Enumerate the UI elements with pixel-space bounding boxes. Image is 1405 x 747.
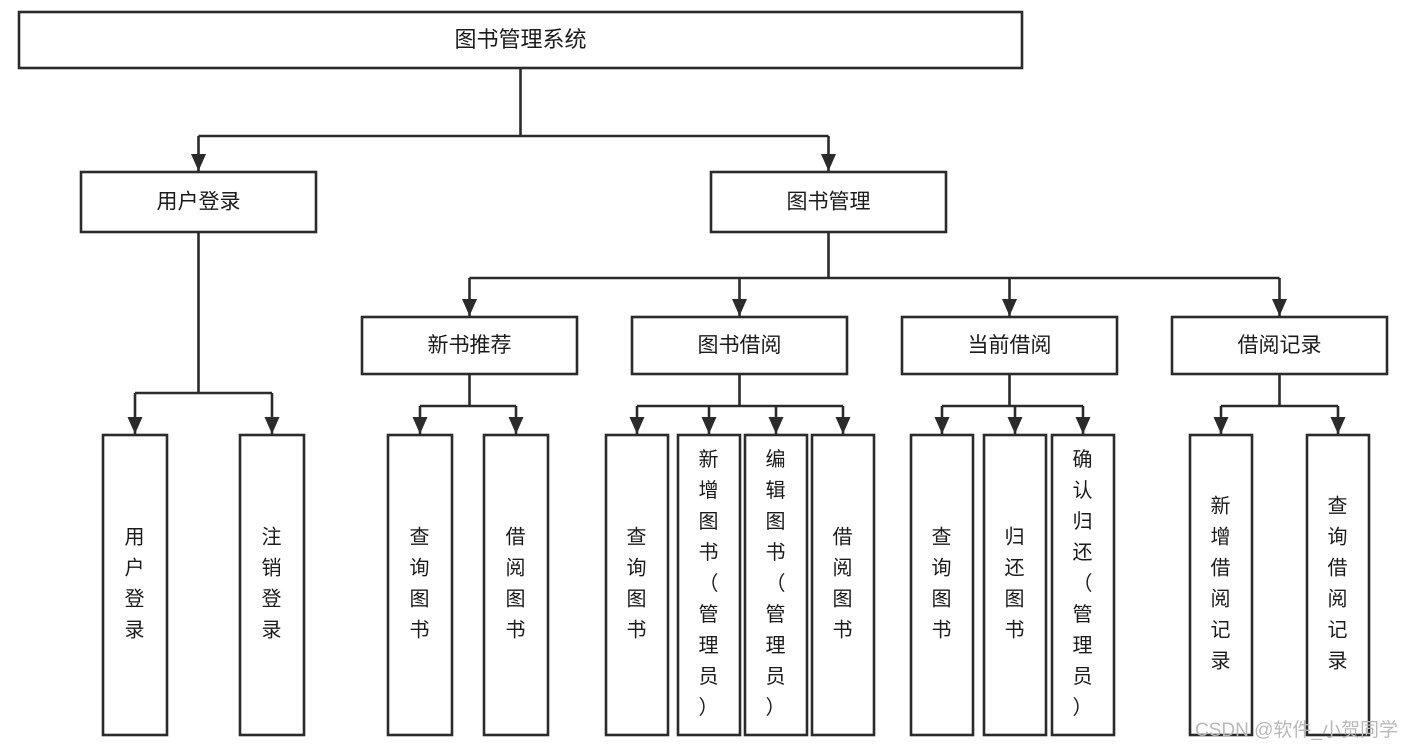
leaf-编辑图书管理员-box[interactable] <box>743 433 809 737</box>
record-fanout-arrow-1 <box>1330 417 1346 434</box>
node-layer: 图书管理系统用户登录图书管理新书推荐图书借阅当前借阅借阅记录用户登录注销登录查询… <box>17 10 1389 737</box>
login-fanout-arrow-1 <box>264 417 280 434</box>
node-注销登录[interactable]: 注销登录 <box>238 433 306 737</box>
node-编辑图书管理员[interactable]: 编辑图书（管理员） <box>743 433 809 737</box>
node-图书借阅[interactable]: 图书借阅 <box>630 315 849 376</box>
leaf-查询图书-box[interactable] <box>604 433 670 737</box>
root-fanout-arrow-0 <box>191 154 206 171</box>
node-借阅图书[interactable]: 借阅图书 <box>810 433 876 737</box>
node-label: 借阅记录 <box>1238 334 1322 357</box>
root-box[interactable] <box>17 10 1024 70</box>
leaf-用户登录-box[interactable] <box>101 433 169 737</box>
newbook-fanout-arrow-0 <box>412 417 428 434</box>
node-查询借阅记录[interactable]: 查询借阅记录 <box>1305 433 1371 737</box>
record-fanout-arrow-0 <box>1213 417 1229 434</box>
leaf-查询借阅记录-box[interactable] <box>1305 433 1371 737</box>
newbook-fanout-arrow-1 <box>508 417 524 434</box>
node-label: 新增图书（管理员） <box>699 448 720 719</box>
node-label: 查询借阅记录 <box>1328 495 1349 673</box>
node-当前借阅[interactable]: 当前借阅 <box>900 315 1119 376</box>
borrow-fanout-arrow-2 <box>768 417 784 434</box>
node-label: 借阅图书 <box>506 526 527 642</box>
node-label: 新增借阅记录 <box>1211 495 1232 673</box>
node-label: 注销登录 <box>262 526 283 642</box>
current-fanout-arrow-1 <box>1007 417 1023 434</box>
node-label: 查询图书 <box>932 526 953 642</box>
borrow-fanout-arrow-0 <box>629 417 645 434</box>
node-借阅记录[interactable]: 借阅记录 <box>1170 315 1389 376</box>
node-新书推荐[interactable]: 新书推荐 <box>360 315 579 376</box>
current-fanout-arrow-0 <box>934 417 950 434</box>
level2-用户登录-box[interactable] <box>79 170 318 234</box>
node-label: 新书推荐 <box>428 334 512 357</box>
login-fanout-arrow-0 <box>127 417 143 434</box>
node-label: 当前借阅 <box>968 334 1052 357</box>
current-fanout-arrow-2 <box>1075 417 1091 434</box>
node-确认归还管理员[interactable]: 确认归还（管理员） <box>1050 433 1116 737</box>
node-归还图书[interactable]: 归还图书 <box>982 433 1048 737</box>
node-label: 图书借阅 <box>698 334 782 357</box>
node-label: 用户登录 <box>125 527 146 642</box>
node-label: 归还图书 <box>1005 526 1026 642</box>
borrow-fanout-arrow-3 <box>835 417 851 434</box>
level2-图书管理-box[interactable] <box>709 170 948 234</box>
leaf-查询图书-box[interactable] <box>386 433 454 737</box>
borrow-fanout-arrow-1 <box>701 417 717 434</box>
node-新增图书管理员[interactable]: 新增图书（管理员） <box>676 433 742 737</box>
level3-图书借阅-box[interactable] <box>630 315 849 376</box>
leaf-新增借阅记录-box[interactable] <box>1188 433 1254 737</box>
level3-新书推荐-box[interactable] <box>360 315 579 376</box>
root-fanout-arrow-1 <box>821 154 836 171</box>
node-label: 确认归还（管理员） <box>1073 448 1094 719</box>
leaf-借阅图书-box[interactable] <box>810 433 876 737</box>
leaf-确认归还管理员-box[interactable] <box>1050 433 1116 737</box>
node-用户登录[interactable]: 用户登录 <box>79 170 318 234</box>
manage-fanout-arrow-1 <box>732 299 747 316</box>
level3-借阅记录-box[interactable] <box>1170 315 1389 376</box>
leaf-借阅图书-box[interactable] <box>482 433 550 737</box>
node-用户登录[interactable]: 用户登录 <box>101 433 169 737</box>
node-查询图书[interactable]: 查询图书 <box>386 433 454 737</box>
leaf-新增图书管理员-box[interactable] <box>676 433 742 737</box>
node-新增借阅记录[interactable]: 新增借阅记录 <box>1188 433 1254 737</box>
level3-当前借阅-box[interactable] <box>900 315 1119 376</box>
leaf-归还图书-box[interactable] <box>982 433 1048 737</box>
node-图书管理[interactable]: 图书管理 <box>709 170 948 234</box>
manage-fanout-arrow-2 <box>1002 299 1017 316</box>
node-图书管理系统[interactable]: 图书管理系统 <box>17 10 1024 70</box>
node-label: 图书管理 <box>787 191 871 214</box>
csdn-watermark: CSDN @软件_小贺同学 <box>1195 719 1398 741</box>
connector-layer <box>127 68 1346 434</box>
node-label: 编辑图书（管理员） <box>766 448 787 719</box>
manage-fanout-arrow-3 <box>1272 299 1287 316</box>
manage-fanout-arrow-0 <box>462 299 477 316</box>
node-label: 借阅图书 <box>833 526 854 642</box>
node-label: 查询图书 <box>627 526 648 642</box>
leaf-注销登录-box[interactable] <box>238 433 306 737</box>
node-label: 图书管理系统 <box>454 27 586 52</box>
leaf-查询图书-box[interactable] <box>909 433 975 737</box>
node-label: 查询图书 <box>410 526 431 642</box>
node-查询图书[interactable]: 查询图书 <box>604 433 670 737</box>
node-借阅图书[interactable]: 借阅图书 <box>482 433 550 737</box>
node-label: 用户登录 <box>157 191 241 214</box>
node-查询图书[interactable]: 查询图书 <box>909 433 975 737</box>
